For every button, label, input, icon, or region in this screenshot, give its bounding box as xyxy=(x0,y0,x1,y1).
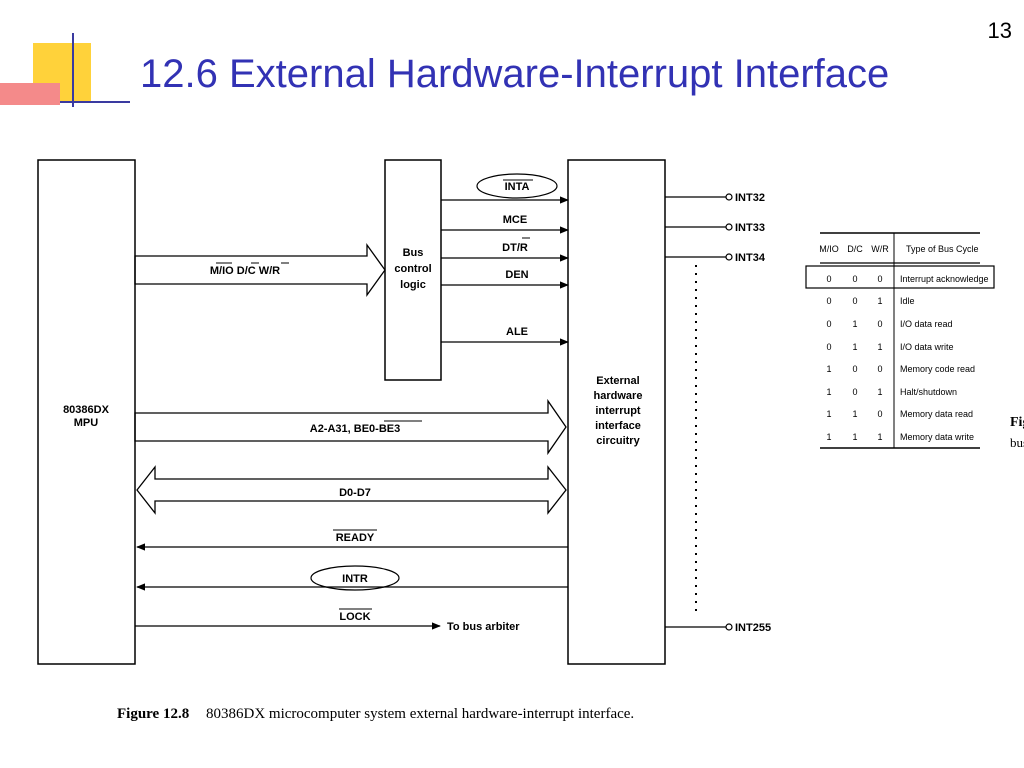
svg-text:0: 0 xyxy=(852,364,857,374)
bus-control-label-2: control xyxy=(394,263,431,275)
svg-text:0: 0 xyxy=(852,387,857,397)
decor-pink-bar xyxy=(0,83,60,105)
table-row: 0 0 1 Idle xyxy=(826,296,914,306)
decor-vertical-line xyxy=(72,33,74,107)
svg-text:Memory code read: Memory code read xyxy=(900,364,975,374)
svg-text:1: 1 xyxy=(826,432,831,442)
int34-label: INT34 xyxy=(735,252,766,264)
svg-text:0: 0 xyxy=(826,319,831,329)
table-row: 0 1 0 I/O data read xyxy=(826,319,952,329)
table-row: 1 1 0 Memory data read xyxy=(826,409,973,419)
svg-text:1: 1 xyxy=(877,387,882,397)
svg-text:I/O data read: I/O data read xyxy=(900,319,953,329)
ext-label-3: interrupt xyxy=(595,405,641,417)
int32-label: INT32 xyxy=(735,192,765,204)
table-row: 1 0 1 Halt/shutdown xyxy=(826,387,957,397)
bus-cycle-table: M/IO D/C W/R Type of Bus Cycle 0 0 0 Int… xyxy=(805,232,995,449)
inta-label: INTA xyxy=(505,181,530,193)
address-bus-arrow xyxy=(134,398,567,456)
svg-text:0: 0 xyxy=(877,409,882,419)
ext-label-5: circuitry xyxy=(596,435,640,447)
side-text-bus: bus xyxy=(1010,435,1024,450)
svg-text:1: 1 xyxy=(852,319,857,329)
svg-text:0: 0 xyxy=(852,296,857,306)
ext-interrupt-block xyxy=(567,159,666,665)
ext-label-2: hardware xyxy=(594,390,643,402)
int33-terminal xyxy=(725,223,733,231)
side-text-fig: Fig xyxy=(1010,415,1024,430)
svg-text:1: 1 xyxy=(877,296,882,306)
svg-text:1: 1 xyxy=(852,342,857,352)
table-header-mio: M/IO xyxy=(819,244,839,254)
lock-label: LOCK xyxy=(339,611,370,623)
svg-text:0: 0 xyxy=(852,274,857,284)
den-label: DEN xyxy=(505,269,528,281)
svg-text:0: 0 xyxy=(826,342,831,352)
mce-label: MCE xyxy=(503,214,527,226)
int255-label: INT255 xyxy=(735,622,771,634)
svg-text:Idle: Idle xyxy=(900,296,915,306)
interrupt-ack-row-highlight xyxy=(805,265,995,289)
svg-text:1: 1 xyxy=(852,432,857,442)
address-bus-label: A2-A31, BE0-BE3 xyxy=(310,423,400,435)
page-number: 13 xyxy=(987,18,1012,43)
svg-text:Memory data read: Memory data read xyxy=(900,409,973,419)
svg-text:1: 1 xyxy=(826,409,831,419)
figure-caption: 80386DX microcomputer system external ha… xyxy=(206,706,634,722)
int33-label: INT33 xyxy=(735,222,765,234)
ale-label: ALE xyxy=(506,326,528,338)
inta-highlight-ellipse xyxy=(476,173,558,199)
svg-text:I/O data write: I/O data write xyxy=(900,342,954,352)
table-row: 0 1 1 I/O data write xyxy=(826,342,953,352)
mpu-label-2: MPU xyxy=(74,417,99,429)
table-header-wr: W/R xyxy=(871,244,889,254)
svg-text:Memory data write: Memory data write xyxy=(900,432,974,442)
svg-text:0: 0 xyxy=(826,296,831,306)
svg-text:0: 0 xyxy=(877,274,882,284)
svg-text:Interrupt acknowledge: Interrupt acknowledge xyxy=(900,274,989,284)
status-bus-label: M/IO D/C W/R xyxy=(210,265,280,277)
slide-title: 12.6 External Hardware-Interrupt Interfa… xyxy=(140,52,890,96)
table-row: 1 1 1 Memory data write xyxy=(826,432,974,442)
ext-label-4: interface xyxy=(595,420,641,432)
dtr-label: DT/R xyxy=(502,242,528,254)
svg-text:1: 1 xyxy=(852,409,857,419)
table-row: 1 0 0 Memory code read xyxy=(826,364,975,374)
table-row: 0 0 0 Interrupt acknowledge xyxy=(826,274,988,284)
ready-label: READY xyxy=(336,532,375,544)
svg-text:0: 0 xyxy=(826,274,831,284)
svg-text:0: 0 xyxy=(877,319,882,329)
intr-highlight-ellipse xyxy=(310,565,400,591)
int255-terminal xyxy=(725,623,733,631)
svg-text:1: 1 xyxy=(826,364,831,374)
data-bus-label: D0-D7 xyxy=(339,487,371,499)
int32-terminal xyxy=(725,193,733,201)
mpu-block xyxy=(37,159,136,665)
decor-horizontal-line xyxy=(60,101,130,103)
bus-control-label-1: Bus xyxy=(403,247,424,259)
svg-text:1: 1 xyxy=(877,432,882,442)
ext-label-1: External xyxy=(596,375,639,387)
table-header-type: Type of Bus Cycle xyxy=(906,244,979,254)
figure-number: Figure 12.8 xyxy=(117,706,189,722)
svg-text:Halt/shutdown: Halt/shutdown xyxy=(900,387,957,397)
status-bus-arrow xyxy=(134,242,386,298)
to-bus-arbiter-label: To bus arbiter xyxy=(447,621,520,633)
svg-text:1: 1 xyxy=(826,387,831,397)
table-header-dc: D/C xyxy=(847,244,863,254)
svg-text:1: 1 xyxy=(877,342,882,352)
svg-text:0: 0 xyxy=(877,364,882,374)
data-bus-arrow xyxy=(136,465,567,515)
mpu-label-1: 80386DX xyxy=(63,404,110,416)
intr-label: INTR xyxy=(342,573,368,585)
bus-control-label-3: logic xyxy=(400,279,426,291)
int34-terminal xyxy=(725,253,733,261)
overbars xyxy=(216,179,533,610)
